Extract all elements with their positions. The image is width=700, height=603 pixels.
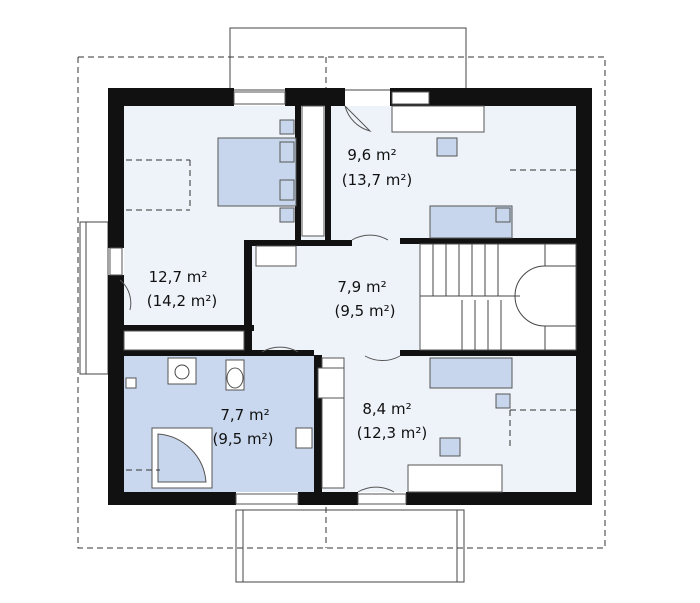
interior-walls: [124, 106, 576, 492]
exterior-walls: [108, 88, 592, 505]
bed-bottom-right: [429, 357, 513, 409]
room-label-bedroom-left: 12,7 m² (14,2 m²): [147, 268, 218, 310]
room-area-gross: (14,2 m²): [147, 292, 218, 310]
room-area-gross: (9,5 m²): [335, 302, 396, 320]
bed-left: [217, 119, 297, 223]
room-area: 7,7 m²: [220, 406, 269, 424]
staircase: [419, 243, 577, 351]
balcony-top: [229, 27, 467, 91]
room-area: 9,6 m²: [347, 146, 396, 164]
room-area: 12,7 m²: [149, 268, 208, 286]
desk-top: [391, 105, 485, 157]
room-label-bedroom-top-right: 9,6 m² (13,7 m²): [342, 146, 413, 189]
room-area-gross: (12,3 m²): [357, 424, 428, 442]
room-label-bathroom: 7,7 m² (9,5 m²): [213, 406, 274, 448]
windows: [109, 91, 430, 505]
door-swings: [119, 105, 401, 493]
interior-dashes: [126, 159, 576, 471]
balcony-left: [79, 221, 109, 375]
room-label-hall: 7,9 m² (9,5 m²): [335, 278, 396, 320]
desk-bottom: [407, 437, 503, 493]
bathroom-fixtures: [125, 357, 345, 489]
room-area-gross: (9,5 m²): [213, 430, 274, 448]
room-label-bedroom-bottom-right: 8,4 m² (12,3 m²): [357, 400, 428, 442]
room-area: 8,4 m²: [362, 400, 411, 418]
balcony-bottom: [235, 509, 465, 583]
room-area-gross: (13,7 m²): [342, 171, 413, 189]
bed-top-right: [429, 205, 513, 239]
room-area: 7,9 m²: [337, 278, 386, 296]
